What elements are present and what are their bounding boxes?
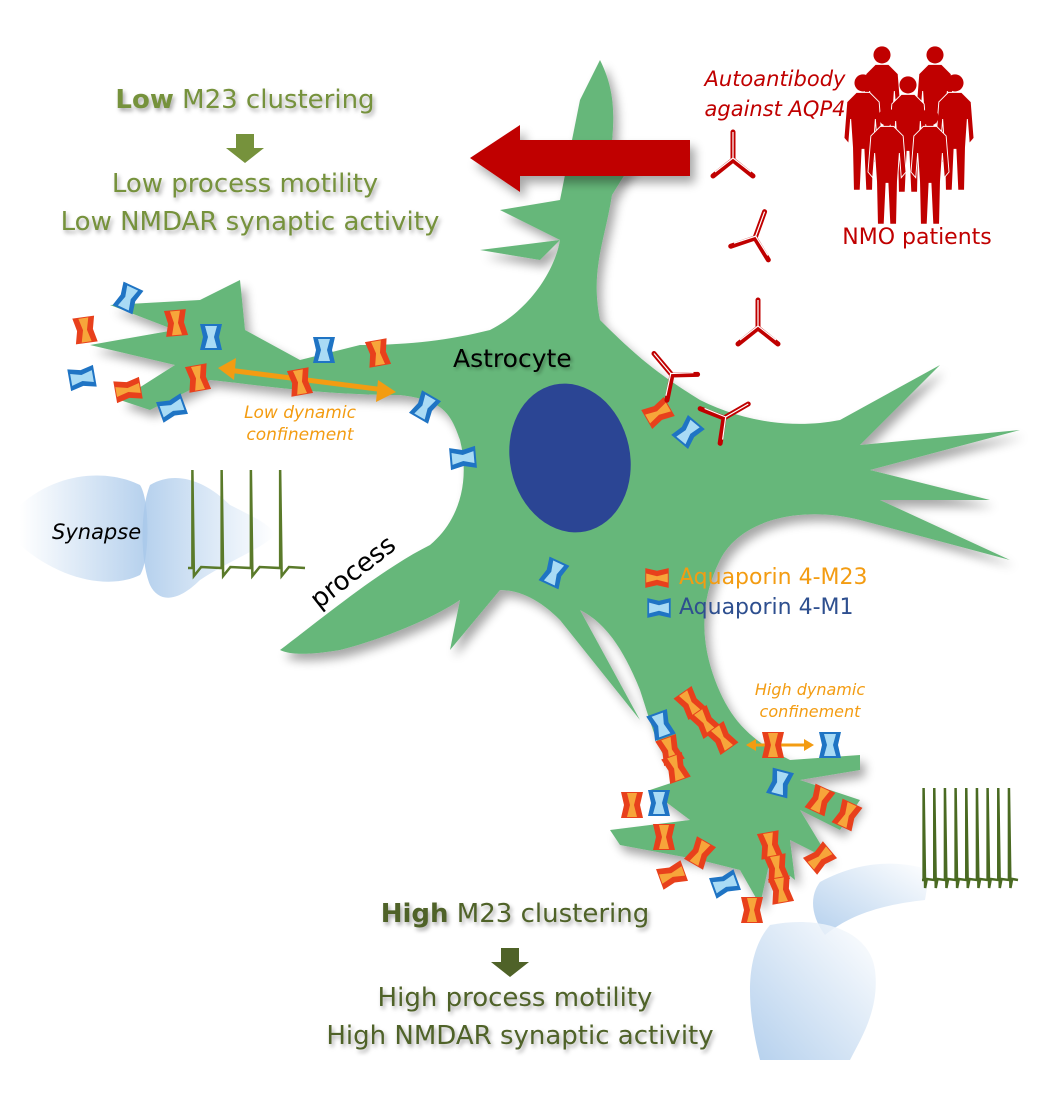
antibody-icon — [731, 205, 784, 260]
aquaporin-m23-icon — [741, 897, 763, 923]
high-nmdar-label: High NMDAR synaptic activity — [326, 1021, 714, 1051]
aquaporin-m1-icon — [67, 364, 97, 392]
aquaporin-m23-icon — [72, 315, 98, 345]
low-clustering-label: Low M23 clustering — [115, 85, 375, 115]
aquaporin-m1-icon — [709, 869, 741, 899]
high-clustering-label: High M23 clustering — [380, 899, 650, 929]
nucleus — [509, 383, 631, 533]
low-down-arrow-icon — [226, 134, 264, 163]
antibody-icon — [713, 132, 753, 176]
aquaporin-m23-icon — [653, 824, 675, 850]
legend-m23-icon — [645, 568, 669, 588]
astrocyte-label: Astrocyte — [453, 344, 572, 373]
aquaporin-m23-icon — [767, 875, 795, 905]
high-down-arrow-icon — [491, 948, 529, 977]
legend-m23-label: Aquaporin 4-M23 — [679, 565, 868, 590]
red-arrow-left-icon — [470, 125, 690, 192]
aquaporin-m1-icon — [313, 337, 335, 363]
legend-m1-icon — [647, 598, 671, 618]
high-spike-train — [922, 787, 1019, 889]
antibody-icon — [738, 300, 778, 344]
aquaporin-m23-icon — [621, 792, 643, 818]
high-motility-label: High process motility — [377, 983, 653, 1013]
nmo-patients-icon — [843, 45, 975, 225]
aquaporin-m1-icon — [648, 790, 670, 816]
aquaporin-m1-icon — [200, 324, 222, 350]
aquaporin-m23-icon — [656, 860, 688, 890]
low-synapse — [20, 475, 275, 598]
nmo-patients-label: NMO patients — [842, 225, 992, 250]
low-motility-label: Low process motility — [111, 169, 379, 199]
synapse-label: Synapse — [52, 520, 142, 544]
legend-m1-label: Aquaporin 4-M1 — [679, 595, 854, 620]
low-nmdar-label: Low NMDAR synaptic activity — [60, 207, 440, 237]
low-spike-train — [188, 469, 306, 580]
high-synapse — [750, 863, 930, 1060]
aquaporin-m23-icon — [762, 732, 784, 758]
aquaporin-m1-icon — [819, 732, 841, 758]
